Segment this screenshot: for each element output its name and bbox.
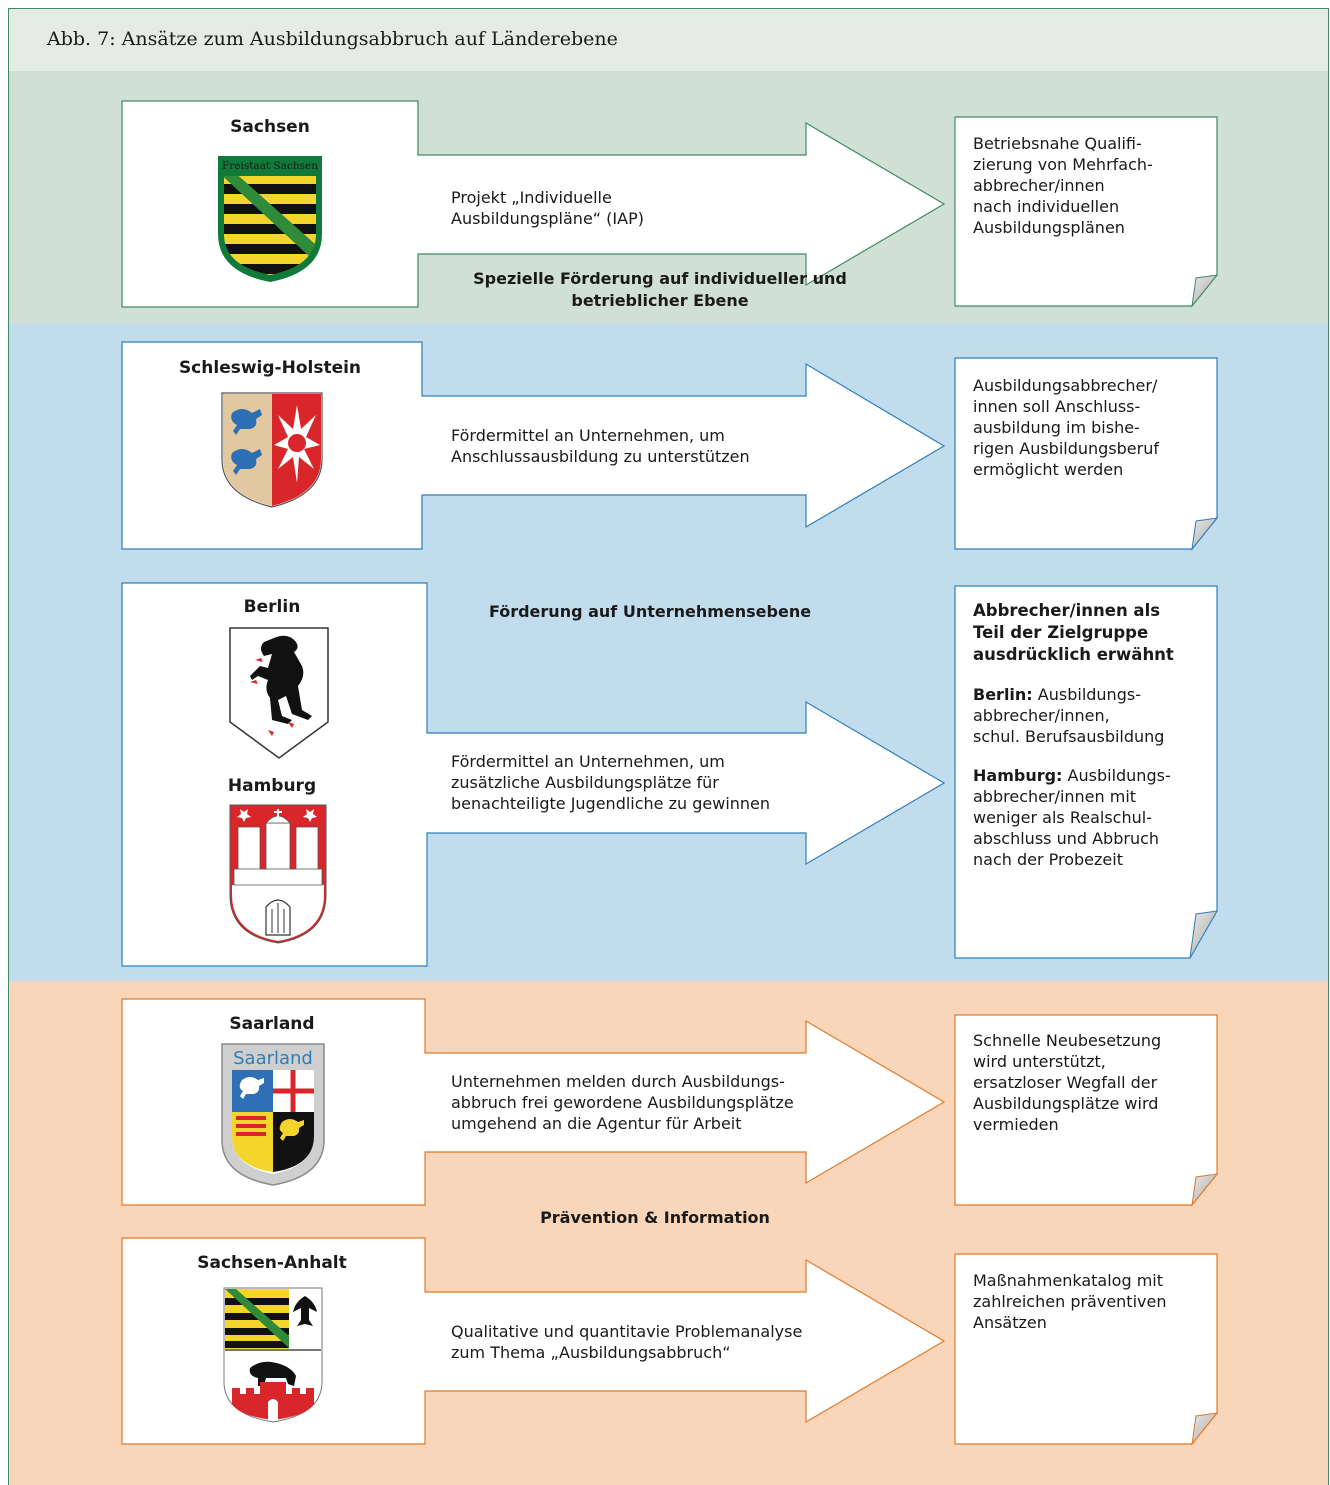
berlin-crest-icon	[229, 627, 329, 759]
section-label-blue: Förderung auf Unternehmensebene	[488, 602, 812, 621]
state-name-hamburg: Hamburg	[227, 776, 317, 796]
arrow-sachsen-anhalt	[121, 1237, 946, 1445]
state-name-sachsen: Sachsen	[230, 117, 310, 137]
result-schleswig-holstein: Ausbildungsabbrecher/innen soll Anschlus…	[973, 376, 1159, 479]
figure-caption: Abb. 7: Ansätze zum Ausbildungsabbruch a…	[47, 28, 618, 50]
crest-text-sachsen: Freistaat Sachsen	[222, 160, 318, 172]
figure-caption-bar: Abb. 7: Ansätze zum Ausbildungsabbruch a…	[9, 9, 1328, 71]
state-name-berlin: Berlin	[243, 597, 301, 617]
state-name-schleswig-holstein: Schleswig-Holstein	[178, 358, 362, 378]
measure-sachsen-anhalt: Qualitative und quantitavie Problemanaly…	[451, 1322, 803, 1362]
measure-saarland: Unternehmen melden durch Ausbildungs-abb…	[451, 1072, 794, 1133]
section-label-orange: Prävention & Information	[540, 1208, 770, 1227]
crest-text-saarland: Saarland	[233, 1048, 313, 1069]
result-berlin: Berlin: Ausbildungs- abbrecher/innen, sc…	[973, 685, 1165, 746]
arrow-sachsen	[121, 100, 946, 308]
arrow-schleswig-holstein	[121, 341, 946, 550]
saarland-crest-icon: Saarland	[221, 1043, 325, 1186]
result-sachsen: Betriebsnahe Qualifi-zierung von Mehrfac…	[973, 134, 1153, 237]
schleswig-holstein-crest-icon	[221, 392, 323, 508]
section-label-green: Spezielle Förderung auf individueller un…	[473, 269, 847, 310]
figure-frame	[8, 8, 1329, 1485]
sachsen-crest-icon: Freistaat Sachsen	[218, 156, 322, 282]
state-name-saarland: Saarland	[229, 1014, 315, 1034]
hamburg-crest-icon	[229, 804, 327, 944]
result-hamburg: Hamburg: Ausbildungs- abbrecher/innen mi…	[973, 766, 1171, 869]
state-name-sachsen-anhalt: Sachsen-Anhalt	[197, 1253, 347, 1273]
arrow-saarland	[121, 998, 946, 1206]
sachsen-anhalt-crest-icon	[223, 1287, 323, 1423]
